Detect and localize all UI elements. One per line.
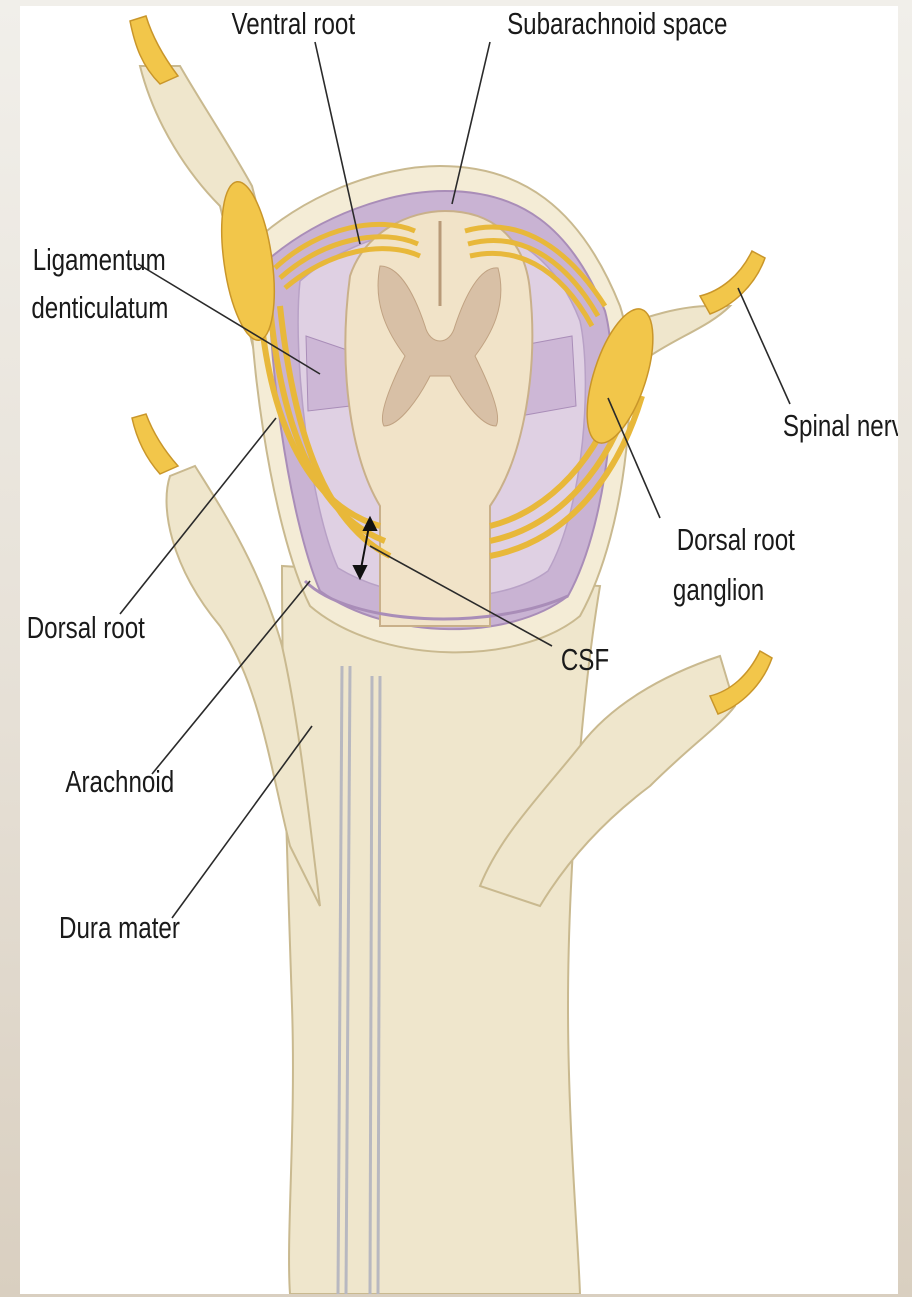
label-ligamentum-line2: denticulatum — [31, 290, 168, 325]
label-arachnoid: Arachnoid — [65, 764, 174, 799]
diagram-canvas: Ventral root Subarachnoid space Ligament… — [20, 6, 898, 1294]
leader-spinal-nerve — [738, 288, 790, 404]
spinal-nerve-tip-lower-left — [132, 414, 178, 474]
label-dorsal-root-ganglion-line1: Dorsal root — [677, 522, 795, 557]
label-dorsal-root-ganglion-line2: ganglion — [673, 572, 764, 607]
label-spinal-nerve: Spinal nerve — [783, 408, 898, 443]
label-subarachnoid-space: Subarachnoid space — [507, 6, 727, 41]
spinal-cord-meninges-illustration: Ventral root Subarachnoid space Ligament… — [20, 6, 898, 1294]
dorsal-root-ganglion-left — [213, 178, 283, 343]
spinal-nerve-tip-upper-right — [700, 251, 765, 314]
label-csf: CSF — [561, 642, 609, 677]
spinal-nerve-tip-upper-left — [130, 16, 178, 84]
label-ligamentum-line1: Ligamentum — [33, 242, 166, 277]
label-dorsal-root: Dorsal root — [27, 610, 145, 645]
dura-mater-sheath — [282, 566, 600, 1294]
label-ventral-root: Ventral root — [231, 6, 355, 41]
label-dura-mater: Dura mater — [59, 910, 180, 945]
